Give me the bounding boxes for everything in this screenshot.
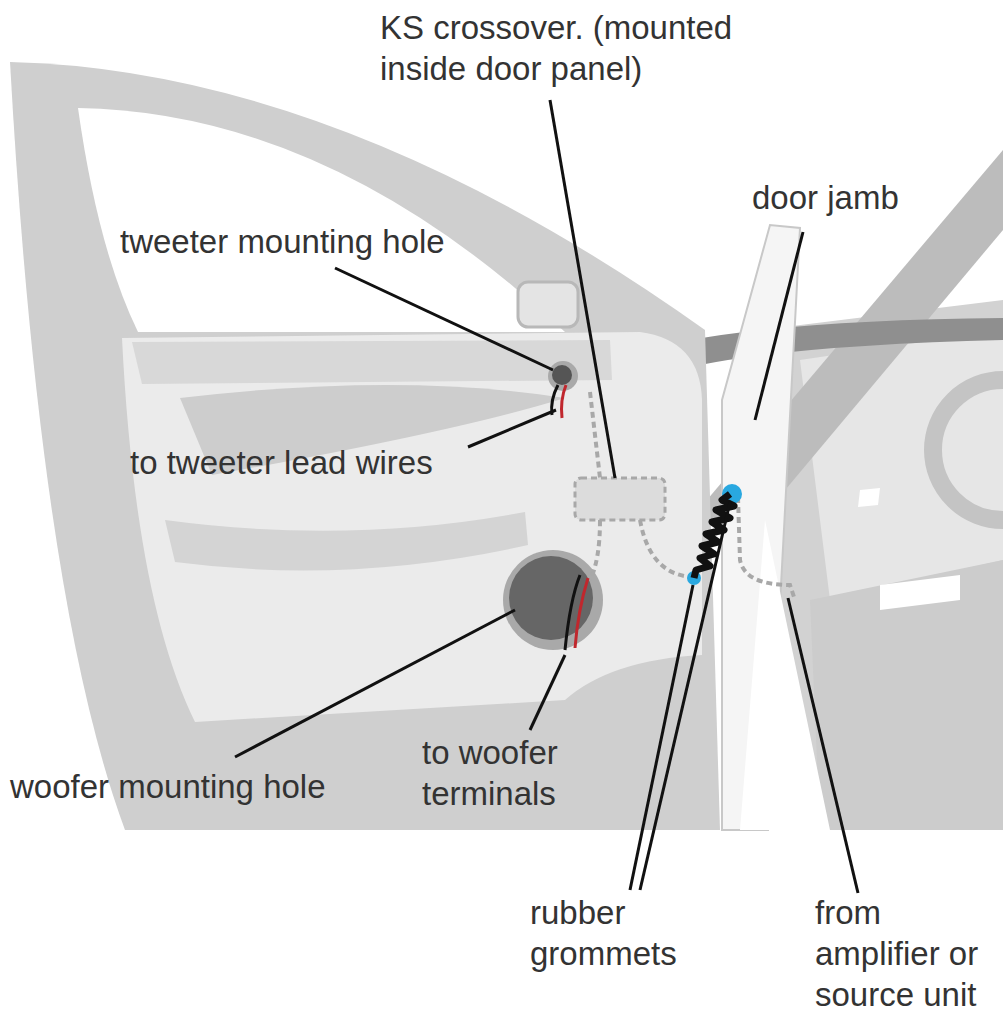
steering-wheel: [933, 380, 1003, 520]
hidden-wires: [590, 392, 795, 600]
dash-detail: [858, 488, 880, 507]
side-mirror: [518, 282, 578, 327]
woofer-wire-red: [575, 578, 588, 648]
part-label: to tweeter lead wires: [130, 443, 530, 484]
woofer-wire-black: [565, 575, 580, 650]
part-label: woofer mounting hole: [10, 767, 410, 808]
woofer-mounting-hole: [509, 556, 593, 640]
part-label: KS crossover. (mounted inside door panel…: [380, 8, 800, 90]
tweeter-mounting-hole: [552, 365, 572, 385]
pedal: [880, 575, 960, 610]
sill: [740, 520, 830, 830]
part-label: door jamb: [752, 178, 992, 219]
door-trim: [132, 340, 612, 384]
tweeter-hole-ring: [548, 361, 578, 391]
tweeter-wire-red: [562, 385, 567, 418]
part-label: tweeter mounting hole: [120, 222, 540, 263]
window-opening: [78, 108, 565, 332]
crossover-box: [575, 478, 665, 520]
door-shell: [10, 62, 720, 830]
woofer-hole-ring: [503, 550, 603, 650]
footwell: [810, 560, 1003, 830]
part-label: from amplifier or source unit: [815, 893, 1000, 1016]
leader-lines: [235, 100, 858, 893]
part-label: rubber grommets: [530, 893, 710, 975]
door-pocket: [165, 512, 528, 570]
part-label: to woofer terminals: [422, 733, 592, 815]
